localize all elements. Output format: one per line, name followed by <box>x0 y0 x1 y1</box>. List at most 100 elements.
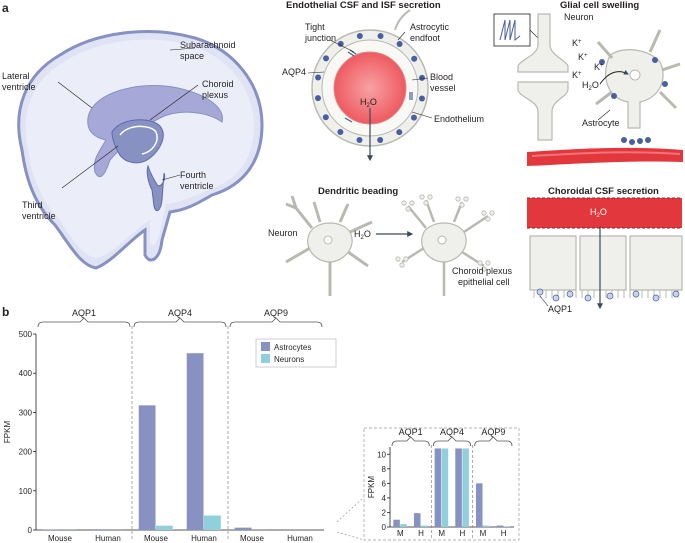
label-epithelial-2: epithelial cell <box>458 277 510 287</box>
y-tick-label: 200 <box>19 448 33 457</box>
y-tick-label: 100 <box>19 487 33 496</box>
label-choroid-1: Choroid <box>202 79 234 89</box>
y-tick-label: 0 <box>28 526 33 535</box>
glial-diagram <box>493 13 683 166</box>
label-blood-2: vessel <box>430 83 456 93</box>
aqp1-dot <box>584 294 592 302</box>
label-k3: K+ <box>594 62 604 72</box>
legend-swatch <box>261 342 270 351</box>
bead <box>399 262 405 268</box>
label-aqp4: AQP4 <box>282 67 306 77</box>
bar-astrocytes <box>496 525 504 527</box>
aqp4-dot <box>410 114 417 121</box>
aqp4-dot <box>396 129 403 136</box>
group-bracket <box>474 436 513 447</box>
label-subarachnoid-1: Subarachnoid <box>180 40 236 50</box>
x-tick-label: M <box>438 529 445 538</box>
bar-neurons <box>462 448 469 527</box>
label-third-1: Third <box>22 200 43 210</box>
bead <box>489 210 495 216</box>
x-tick-label: M <box>480 529 487 538</box>
bar-astrocytes <box>393 519 400 527</box>
bar-astrocytes <box>90 529 108 530</box>
label-aqp1: AQP1 <box>548 304 572 314</box>
x-tick-label: H <box>459 529 465 538</box>
bar-neurons <box>503 526 511 527</box>
bead <box>459 202 465 208</box>
aqp4-dot <box>419 74 426 81</box>
aqp4-dot <box>323 55 330 62</box>
panel-label-a: a <box>2 1 9 15</box>
aqp4-dot <box>322 114 329 121</box>
bead <box>423 200 429 206</box>
y-tick-label: 2 <box>382 508 387 517</box>
dendritic-beads <box>395 194 495 272</box>
capillary-diagram <box>307 9 433 162</box>
group-label: AQP4 <box>168 308 192 318</box>
y-axis-label: FPKM <box>367 476 376 499</box>
bead <box>427 194 433 200</box>
bead <box>485 216 491 222</box>
aqp4-dot <box>314 95 321 102</box>
aqp1-dot <box>632 290 640 298</box>
label-endothelium: Endothelium <box>434 114 484 124</box>
bar-neurons <box>204 515 221 530</box>
label-water-choroid: H2O <box>590 207 607 219</box>
label-epithelial-1: Choroid plexus <box>452 266 513 276</box>
x-tick-label: Human <box>287 534 313 543</box>
group-label: AQP9 <box>264 308 288 318</box>
bead <box>395 256 401 262</box>
bar-neurons <box>156 525 173 530</box>
bar-astrocytes <box>434 448 442 527</box>
group-label: AQP9 <box>481 427 505 437</box>
aqp1-dot <box>566 290 574 298</box>
bead <box>409 200 415 206</box>
label-water-dendritic: H2O <box>354 229 371 241</box>
bead <box>455 196 461 202</box>
aqp4-dot <box>337 40 344 47</box>
y-axis-label: FPKM <box>3 421 12 444</box>
aqp4-dot <box>315 74 322 81</box>
bead <box>419 194 425 200</box>
inset-frame <box>363 427 520 541</box>
label-choroid-2: plexus <box>202 90 229 100</box>
bead <box>477 260 483 266</box>
bead <box>481 266 487 272</box>
group-label: AQP4 <box>440 427 464 437</box>
x-tick-label: Mouse <box>48 534 73 543</box>
zoom-line-top <box>336 496 365 523</box>
bar-astrocytes <box>138 405 156 530</box>
bar-astrocytes <box>475 483 483 527</box>
label-lateral-1: Lateral <box>2 71 30 81</box>
bar-neurons <box>421 525 428 527</box>
label-fourth-2: ventricle <box>180 181 214 191</box>
zoom-line-bottom <box>336 531 365 541</box>
label-k1: K+ <box>572 38 582 48</box>
y-tick-label: 6 <box>382 479 387 488</box>
bead <box>403 256 409 262</box>
aqp4-dot <box>337 128 344 135</box>
aqp1-dot <box>652 294 660 302</box>
y-tick-label: 500 <box>19 330 33 339</box>
choroid-plexus-loop <box>119 125 158 155</box>
aqp4-dot <box>411 55 418 62</box>
x-tick-label: H <box>501 529 507 538</box>
panel-label-b: b <box>2 305 9 319</box>
aqp4-dot <box>396 41 403 48</box>
group-bracket <box>391 436 430 447</box>
bead <box>485 260 491 266</box>
x-tick-label: Human <box>191 534 217 543</box>
bar-astrocytes <box>234 527 252 530</box>
group-bracket <box>229 317 323 328</box>
bead <box>481 210 487 216</box>
label-endfoot-2: endfoot <box>410 33 441 43</box>
aqp4-dot <box>418 95 425 102</box>
label-fourth-1: Fourth <box>180 170 206 180</box>
y-tick-label: 4 <box>382 494 387 503</box>
bar-neurons <box>483 525 490 527</box>
y-tick-label: 8 <box>382 465 387 474</box>
x-tick-label: Mouse <box>240 534 265 543</box>
label-tight-1: Tight <box>305 22 325 32</box>
